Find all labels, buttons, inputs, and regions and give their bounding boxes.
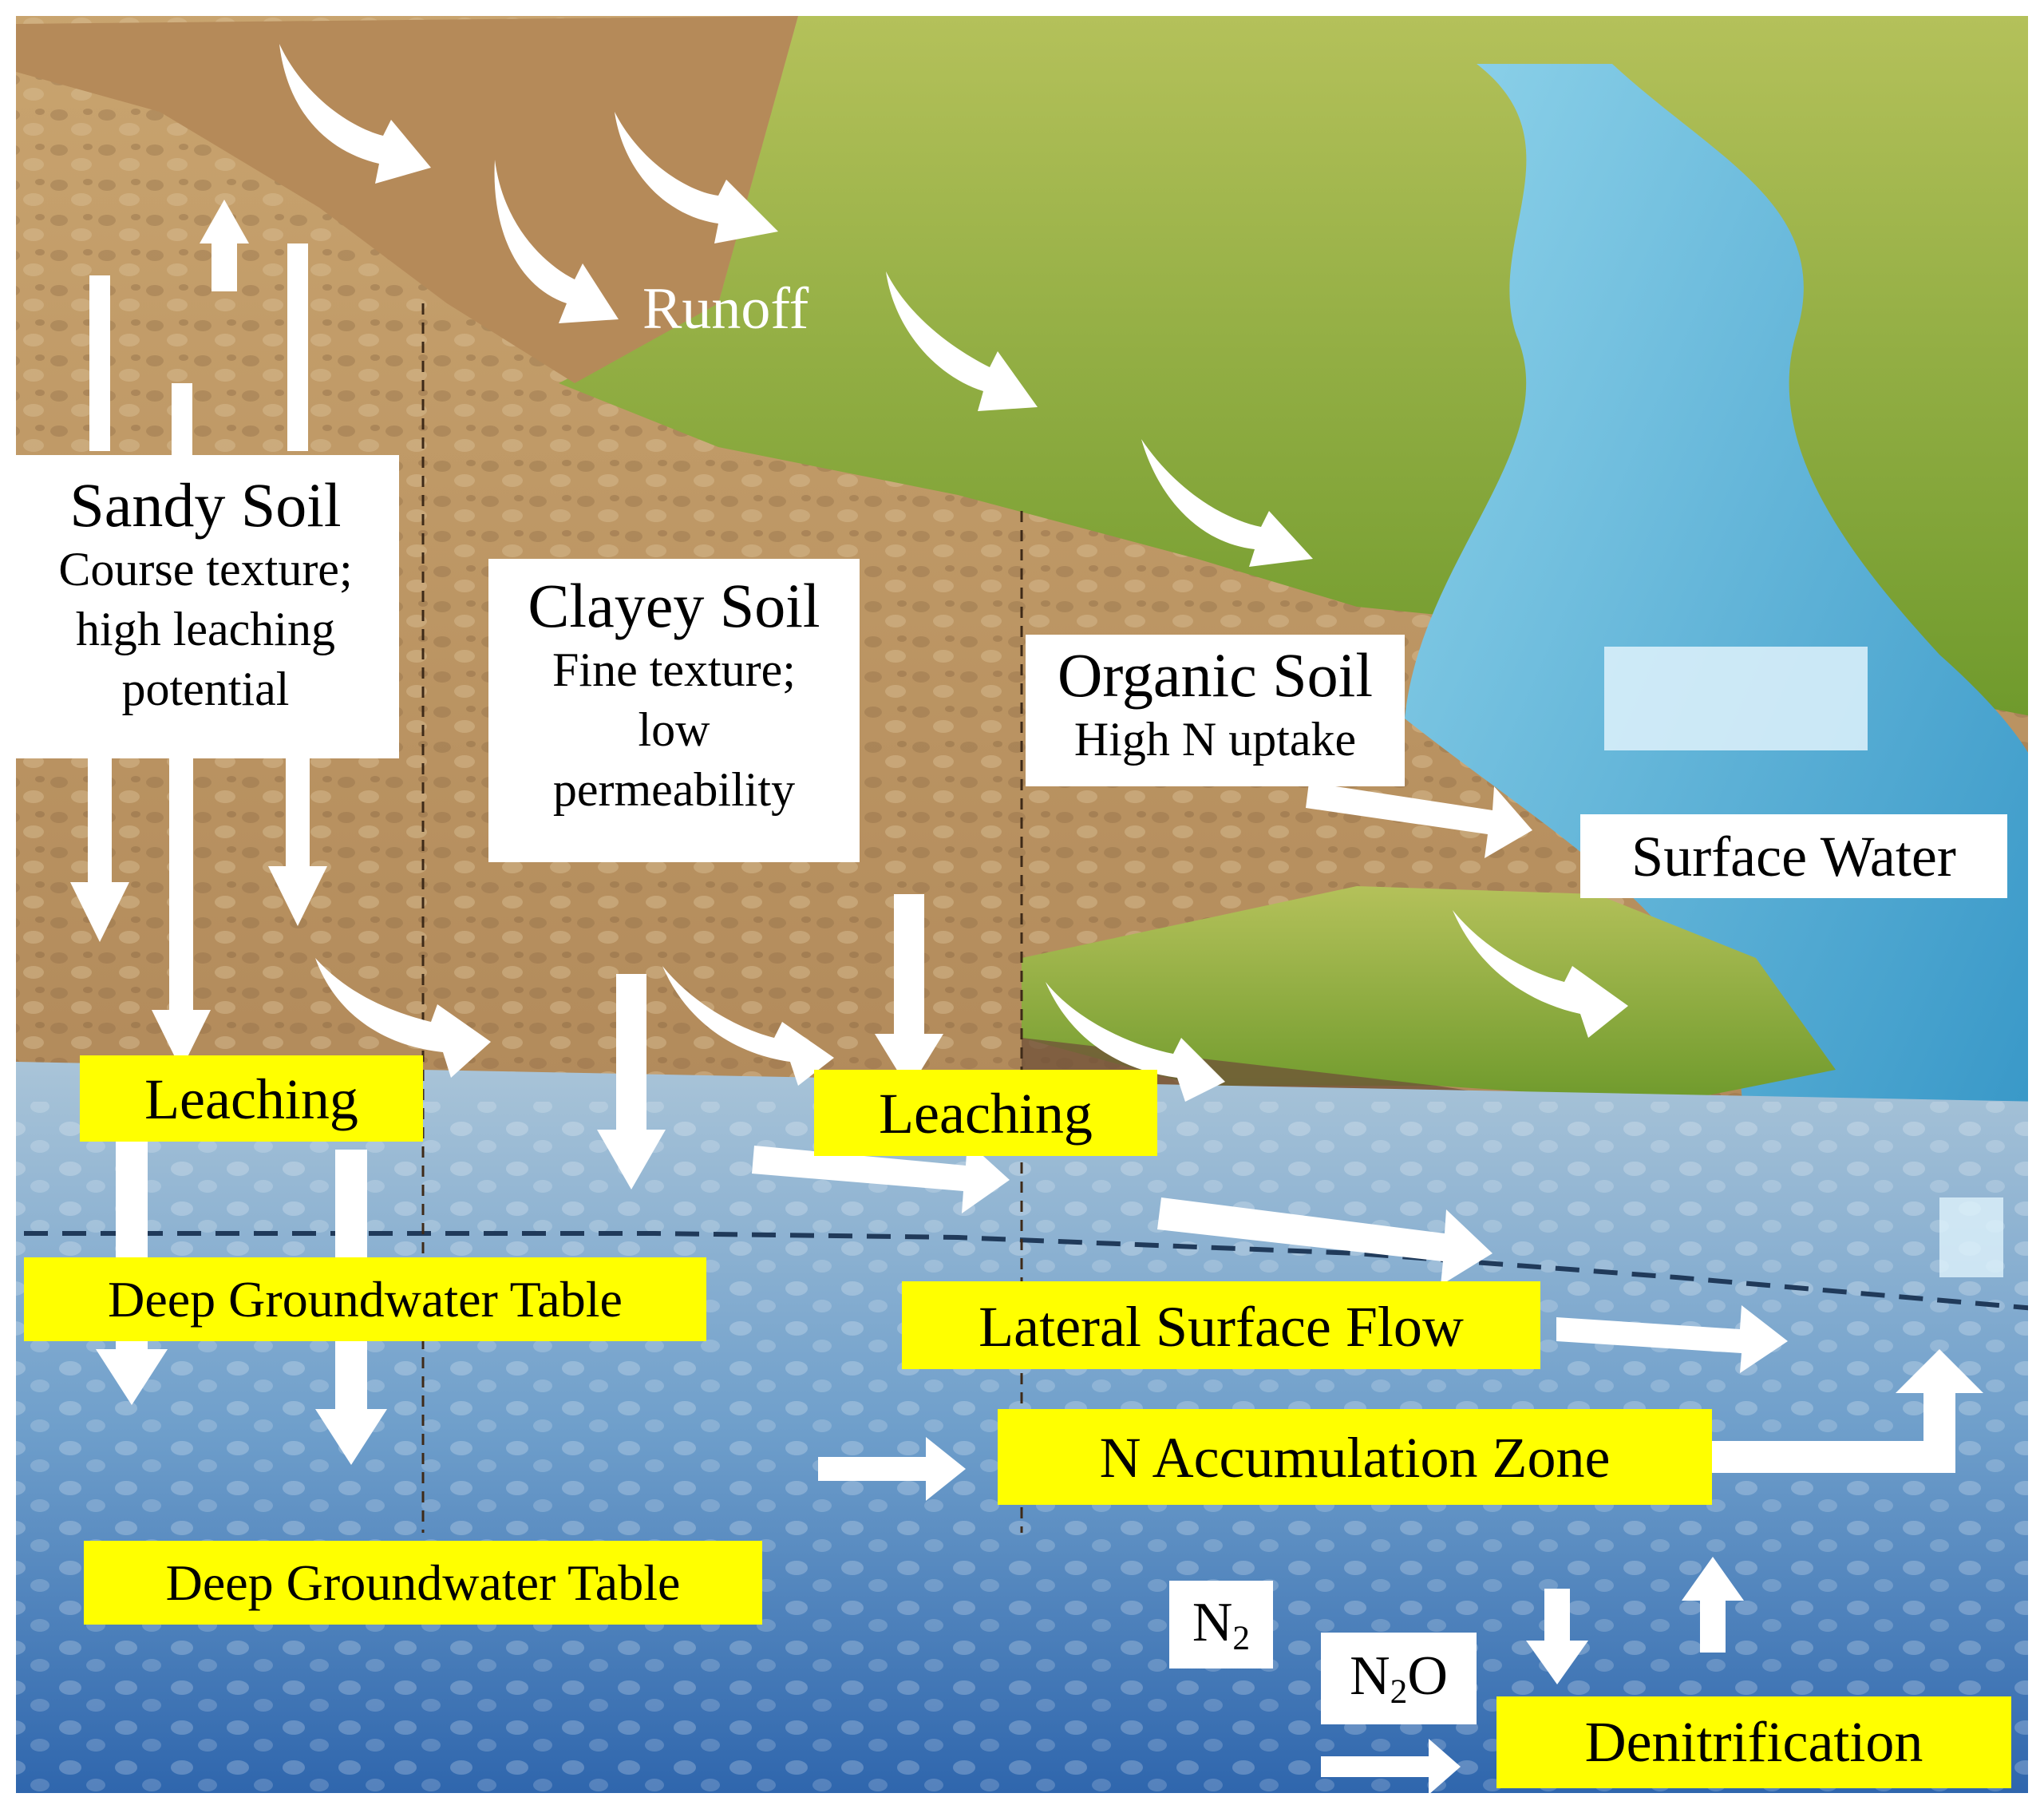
lateral-arrow-2	[1157, 1197, 1492, 1285]
sandy-soil-title: Sandy Soil	[69, 470, 342, 540]
runoff-arrow-3	[615, 112, 778, 243]
clayey-soil-desc-1: Fine texture;	[552, 643, 796, 696]
upper-slope	[16, 16, 798, 383]
n2o-base: N	[1350, 1645, 1390, 1707]
leaching-left-label: Leaching	[80, 1055, 423, 1142]
n2-subscript: 2	[1232, 1618, 1251, 1657]
n-accumulation-zone-label: N Accumulation Zone	[998, 1409, 1712, 1505]
organic-soil-title: Organic Soil	[1057, 640, 1374, 710]
sandy-line-1	[89, 275, 110, 451]
grass-lower-bank	[1022, 886, 1836, 1102]
accumulation-in-arrow	[818, 1437, 966, 1501]
n2-label: N2	[1169, 1581, 1273, 1668]
sandy-soil-desc-1: Course texture;	[58, 542, 353, 596]
clayey-soil-desc-3: permeability	[552, 762, 796, 816]
sandy-soil-desc-3: potential	[121, 662, 290, 715]
denit-down-head	[1526, 1641, 1588, 1684]
n2o-tail: O	[1407, 1645, 1448, 1707]
sandy-down-arrow-2-shaft	[169, 758, 193, 1014]
lateral-arrow-1	[752, 1142, 1010, 1213]
organic-soil-desc: High N uptake	[1073, 712, 1357, 766]
clayey-soil-desc-2: low	[638, 703, 710, 756]
surface-water-label: Surface Water	[1580, 814, 2007, 898]
sandy-up-arrow-head	[200, 200, 249, 243]
denit-down-shaft	[1544, 1589, 1570, 1645]
sandy-down-arrow-1-head	[70, 882, 129, 942]
organic-to-surface-arrow	[1306, 782, 1532, 858]
organic-soil-box: Organic Soil High N uptake	[1026, 635, 1405, 786]
clayey-down-arrow-1-head	[597, 1130, 666, 1190]
runoff-arrow-8	[662, 966, 834, 1086]
runoff-arrow-9	[315, 958, 491, 1078]
accumulation-out-arrow	[1712, 1349, 1983, 1473]
clayey-down-arrow-2-head	[875, 1034, 943, 1090]
waterfall	[1604, 647, 1868, 750]
deep-groundwater-lower-label: Deep Groundwater Table	[84, 1541, 762, 1625]
leaching-mid-label: Leaching	[814, 1070, 1157, 1156]
lateral-surface-flow-label: Lateral Surface Flow	[902, 1281, 1540, 1369]
water-table-line	[24, 1231, 2044, 1312]
deep-groundwater-upper-label: Deep Groundwater Table	[24, 1257, 706, 1341]
sandy-down-arrow-2-head	[152, 1010, 211, 1070]
waterfall-right	[1939, 1197, 2003, 1277]
runoff-label: Runoff	[642, 276, 809, 342]
n2o-arrow	[1321, 1739, 1461, 1795]
leach-left-down-2-head	[315, 1409, 387, 1465]
denit-up-head	[1682, 1557, 1744, 1601]
sandy-down-arrow-3-shaft	[286, 758, 310, 870]
sandy-line-3	[287, 243, 308, 451]
sandy-soil-desc-2: high leaching	[76, 602, 335, 655]
clayey-down-arrow-1-shaft	[616, 974, 646, 1134]
n2o-label: N2O	[1321, 1633, 1477, 1724]
lateral-arrow-3	[1556, 1305, 1788, 1373]
runoff-arrow-6	[1453, 910, 1628, 1038]
denit-up-shaft	[1700, 1597, 1726, 1653]
sandy-up-arrow-shaft	[212, 239, 237, 291]
sandy-line-2	[172, 383, 192, 455]
runoff-arrow-7	[1046, 982, 1225, 1102]
clayey-down-arrow-2-shaft	[894, 894, 924, 1038]
runoff-arrow-4	[886, 271, 1038, 411]
clayey-soil-box: Clayey Soil Fine texture; low permeabili…	[488, 559, 860, 862]
sandy-down-arrow-3-head	[268, 866, 327, 926]
clayey-soil-title: Clayey Soil	[528, 571, 820, 640]
sandy-down-arrow-1-shaft	[88, 758, 112, 886]
runoff-arrow-1	[279, 44, 431, 184]
runoff-arrow-5	[1141, 439, 1313, 567]
n2o-subscript: 2	[1390, 1672, 1408, 1711]
sandy-soil-box: Sandy Soil Course texture; high leaching…	[12, 455, 399, 758]
denitrification-label: Denitrification	[1496, 1696, 2011, 1788]
n2-base: N	[1192, 1592, 1233, 1653]
runoff-arrow-2	[494, 160, 619, 323]
leach-left-down-1-head	[96, 1349, 168, 1405]
